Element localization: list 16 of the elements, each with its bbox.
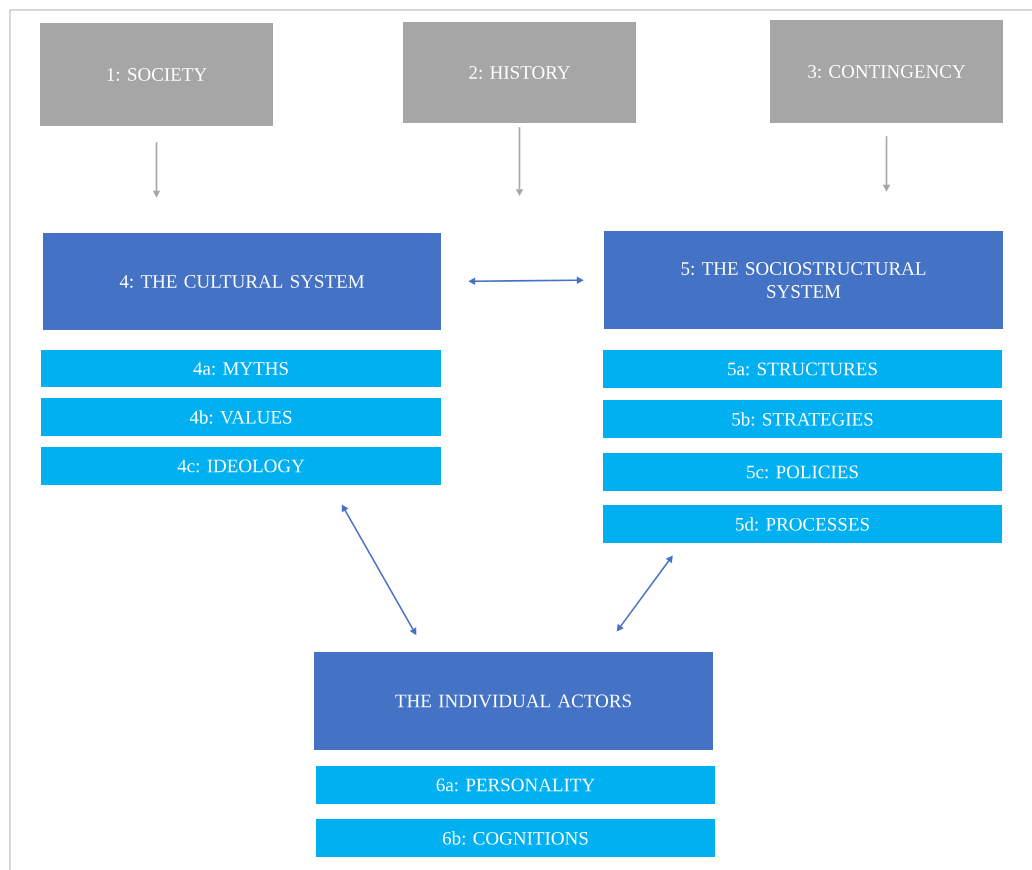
component-box: 5c: POLICIES <box>603 453 1002 491</box>
factor-box: 1: SOCIETY <box>40 23 273 126</box>
component-box: 4c: IDEOLOGY <box>41 447 441 485</box>
component-box: 5a: STRUCTURES <box>603 350 1002 388</box>
factor-box: 3: CONTINGENCY <box>770 20 1003 123</box>
component-box: 6b: COGNITIONS <box>316 819 715 857</box>
system-box: THE INDIVIDUAL ACTORS <box>314 652 713 750</box>
system-box: 5: THE SOCIOSTRUCTURAL SYSTEM <box>604 231 1003 329</box>
component-box: 4a: MYTHS <box>41 350 441 387</box>
system-box: 4: THE CULTURAL SYSTEM <box>43 233 441 330</box>
arrow <box>616 555 673 632</box>
component-box: 4b: VALUES <box>41 398 441 436</box>
factor-box: 2: HISTORY <box>403 22 636 123</box>
component-box: 5d: PROCESSES <box>603 505 1002 543</box>
component-box: 6a: PERSONALITY <box>316 766 715 804</box>
component-box: 5b: STRATEGIES <box>603 400 1002 438</box>
